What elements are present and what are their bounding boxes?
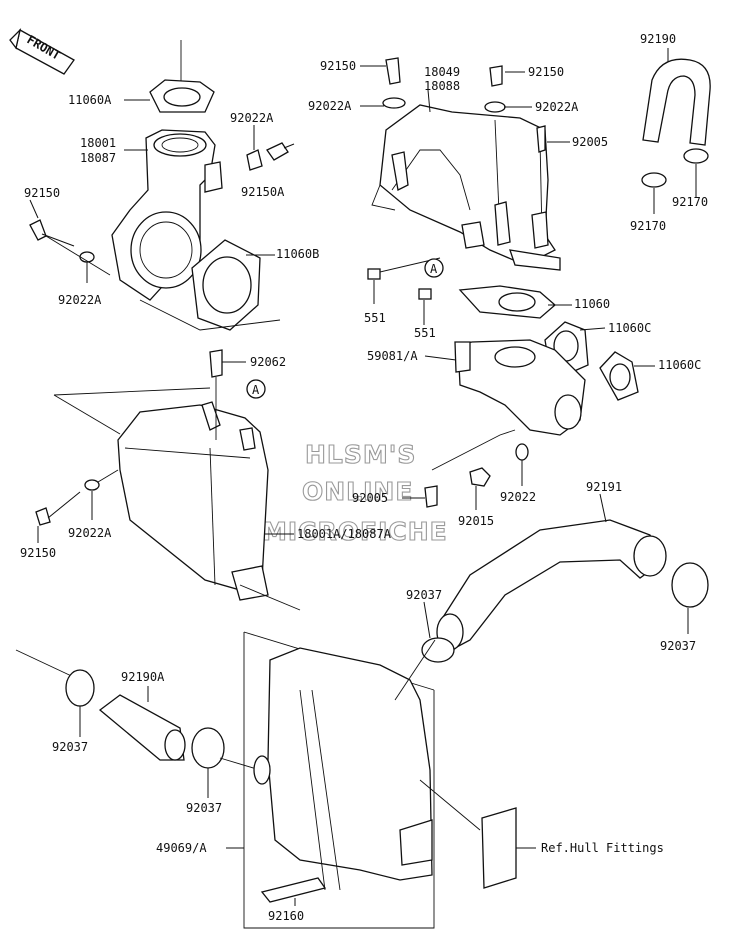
watermark-line-1: HLSM'S: [305, 440, 416, 469]
label-92190: 92190: [640, 32, 676, 46]
exhaust-manifold: A: [367, 57, 561, 300]
label-92150: 92150: [20, 546, 56, 560]
leader-lines: [29, 48, 697, 906]
label-92150: 92150: [528, 65, 564, 79]
part-labels: 92190 92150 18049 18088 92150 11060A 920…: [20, 32, 708, 923]
label-11060: 11060: [574, 297, 610, 311]
label-92022a: 92022A: [230, 111, 274, 125]
muffler-group: [243, 631, 517, 929]
label-18001: 18001: [80, 136, 116, 150]
label-92037: 92037: [186, 801, 222, 815]
exhaust-hose-92191: [421, 519, 709, 663]
callout-a-left: A: [252, 383, 260, 397]
label-92170: 92170: [630, 219, 666, 233]
front-direction-tag: FRONT: [9, 27, 75, 75]
label-551: 551: [414, 326, 436, 340]
label-551: 551: [364, 311, 386, 325]
label-18087: 18087: [80, 151, 116, 165]
label-ref-hull-fittings: Ref.Hull Fittings: [541, 841, 664, 855]
label-92191: 92191: [586, 480, 622, 494]
label-92022: 92022: [500, 490, 536, 504]
label-92150: 92150: [24, 186, 60, 200]
label-92150a: 92150A: [241, 185, 285, 199]
expansion-chamber: A: [35, 349, 301, 611]
label-92022a: 92022A: [535, 100, 579, 114]
label-92005: 92005: [572, 135, 608, 149]
watermark: HLSM'S ONLINE MICROFICHE: [261, 439, 448, 546]
label-92022a: 92022A: [58, 293, 102, 307]
label-92062: 92062: [250, 355, 286, 369]
label-92037: 92037: [406, 588, 442, 602]
watermark-line-3: MICROFICHE: [262, 517, 448, 546]
elbow-and-gaskets: [424, 285, 639, 508]
label-92022a: 92022A: [308, 99, 352, 113]
label-59081a: 59081/A: [367, 349, 418, 363]
label-11060b: 11060B: [276, 247, 319, 261]
label-92160: 92160: [268, 909, 304, 923]
label-92037: 92037: [660, 639, 696, 653]
label-92037: 92037: [52, 740, 88, 754]
label-11060c: 11060C: [658, 358, 701, 372]
exhaust-pipe-assembly: [29, 40, 295, 331]
label-92170: 92170: [672, 195, 708, 209]
label-92022a: 92022A: [68, 526, 112, 540]
label-92005: 92005: [352, 491, 388, 505]
label-11060a: 11060A: [68, 93, 112, 107]
label-18049: 18049: [424, 65, 460, 79]
label-92190a: 92190A: [121, 670, 165, 684]
watermark-line-2: ONLINE: [302, 477, 413, 506]
label-11060c: 11060C: [608, 321, 651, 335]
water-hose-92190: [641, 58, 711, 188]
label-18088: 18088: [424, 79, 460, 93]
callout-a-top: A: [430, 262, 438, 276]
label-49069a: 49069/A: [156, 841, 207, 855]
label-92150: 92150: [320, 59, 356, 73]
label-92015: 92015: [458, 514, 494, 528]
label-18001a-18087a: 18001A/18087A: [297, 527, 392, 541]
